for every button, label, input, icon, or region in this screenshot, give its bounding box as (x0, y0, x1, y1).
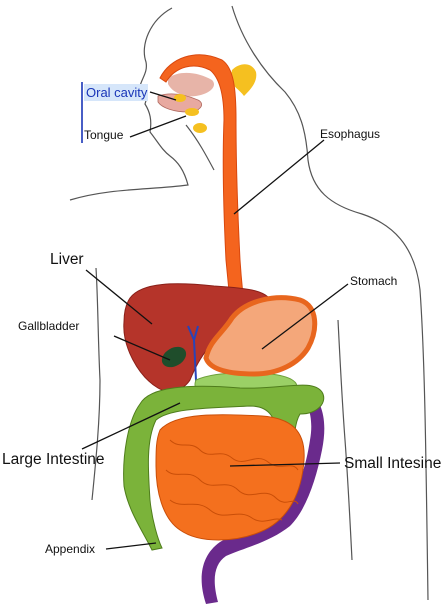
small-intestine-folds (165, 439, 299, 522)
body-outline (69, 5, 429, 601)
oral-cavity-shape (168, 72, 215, 97)
oral-cavity-highlight (84, 84, 148, 101)
label-small-intestine: Small Intesine (344, 455, 442, 472)
label-stomach: Stomach (350, 274, 398, 288)
leader-lines (81, 91, 349, 550)
label-liver: Liver (50, 251, 84, 268)
gallbladder-shape (161, 346, 187, 368)
label-oral-cavity: Oral cavity (86, 85, 148, 100)
salivary-glands (174, 64, 257, 133)
label-large-intestine: Large Intestine (2, 451, 105, 468)
rectum-shape (201, 390, 325, 604)
stomach-shape (203, 295, 318, 377)
label-tongue: Tongue (84, 128, 124, 142)
label-appendix: Appendix (45, 542, 96, 556)
label-esophagus: Esophagus (320, 127, 381, 141)
label-gallbladder: Gallbladder (18, 319, 80, 333)
